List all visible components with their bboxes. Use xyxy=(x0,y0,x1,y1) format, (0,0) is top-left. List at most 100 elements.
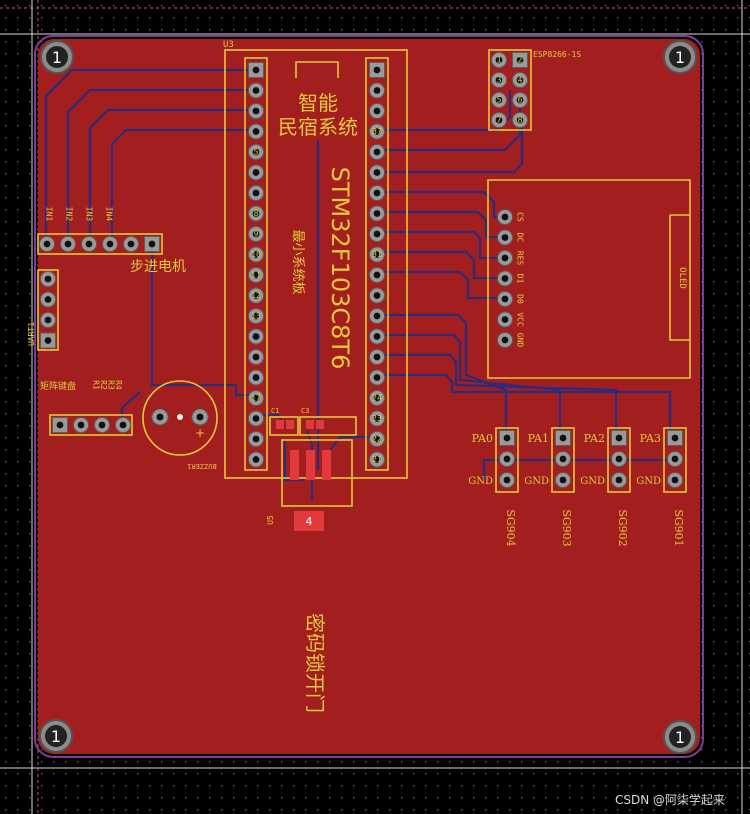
esp-designator: ESP8266-1S xyxy=(533,50,581,59)
mcu-usb-outline xyxy=(295,61,339,78)
board-outline xyxy=(34,35,704,758)
csdn-watermark: CSDN @阿柒学起来 xyxy=(615,792,725,807)
mcu-left-pin xyxy=(248,226,264,242)
mcu-left-pin-label: 5 xyxy=(254,148,259,157)
stepper-pin xyxy=(144,236,160,252)
mcu-left-pin xyxy=(248,390,264,406)
esp-pin-label: 1 xyxy=(497,56,502,65)
sg-pin xyxy=(611,430,627,446)
mcu-right-header xyxy=(365,57,389,471)
stepper-pin xyxy=(39,236,55,252)
stepper-pins xyxy=(39,236,160,252)
sg-designator: SG901 xyxy=(672,509,685,546)
esp-pin xyxy=(491,72,507,88)
oled-designator: OLED xyxy=(677,267,687,289)
mcu-left-pin-label: 12 xyxy=(251,291,261,300)
mcu-left-pin xyxy=(248,349,264,365)
mcu-title-line2: 民宿系统 xyxy=(278,115,358,139)
mcu-right-pin xyxy=(369,287,385,304)
oled-pin-label: RES xyxy=(516,251,525,266)
mcu-right-pin xyxy=(369,103,385,119)
uart-outline xyxy=(37,269,59,351)
mcu-left-pin xyxy=(248,62,264,78)
mcu-right-pin xyxy=(369,185,385,201)
buzzer[interactable]: + BUZZER1 xyxy=(142,380,218,470)
mcu-left-header xyxy=(244,57,268,471)
uart-pin xyxy=(40,332,56,349)
power-section[interactable]: C1 C3 4 U5 xyxy=(266,407,357,531)
mcu-right-pin-label: 22 xyxy=(372,435,382,444)
esp-pin-label: 6 xyxy=(518,96,523,105)
regulator-pad-label: 4 xyxy=(306,515,313,528)
oled-pin xyxy=(497,209,513,225)
sg-pin xyxy=(555,451,571,467)
mcu-left-pin-label: 11 xyxy=(251,271,261,280)
esp-pin-label: 2 xyxy=(518,56,523,65)
buzzer-plus: + xyxy=(195,426,205,440)
mcu-right-pin-label: 21 xyxy=(372,455,382,464)
mcu-left-pin xyxy=(248,308,264,324)
uart-header[interactable]: UART1 xyxy=(27,269,59,351)
mcu-left-pin-label: 8 xyxy=(254,209,259,218)
keypad-outline xyxy=(49,414,133,436)
sg-port-label: PA1 xyxy=(528,432,549,445)
mount-hole-top-right: 1 xyxy=(663,40,697,74)
stepper-pin-label: IN4 xyxy=(105,207,114,222)
stepper-pin xyxy=(102,236,118,252)
mcu-part-number: STM32F103C8T6 xyxy=(326,167,354,370)
mcu-right-pin xyxy=(369,267,385,283)
buzzer-outline xyxy=(142,380,218,456)
sg-designator: SG904 xyxy=(504,509,517,546)
sg-modules[interactable]: PA0GNDSG904PA1GNDSG903PA2GNDSG902PA3GNDS… xyxy=(468,427,687,547)
regulator-outline xyxy=(281,439,353,507)
regulator-designator: U5 xyxy=(266,515,275,525)
cap-c1-pad-b xyxy=(286,420,294,429)
mount-hole-top-left: 1 xyxy=(40,40,74,74)
sg-port-label: PA0 xyxy=(472,432,493,445)
sg-pin xyxy=(555,430,571,446)
keypad-pin-label: R4 xyxy=(114,380,123,390)
mcu-right-pin xyxy=(369,431,385,447)
oled-pin-label: VCC xyxy=(516,312,525,327)
keypad-pin xyxy=(115,417,131,433)
mount-hole-bottom-right: 1 xyxy=(663,720,697,754)
oled-pin-label: D0 xyxy=(516,294,525,304)
cap-c3-outline xyxy=(299,416,357,436)
mcu-subtitle: 最小系统板 xyxy=(290,229,305,294)
mcu-outline xyxy=(224,49,408,479)
cap-c3-pad-a xyxy=(306,420,314,429)
buzzer-center xyxy=(177,414,183,420)
esp-pin xyxy=(512,52,528,68)
mcu-right-pin xyxy=(369,144,385,160)
svg-text:1: 1 xyxy=(51,727,61,746)
mcu-left-pin xyxy=(248,369,264,386)
sg-outline xyxy=(495,427,519,493)
mcu-left-pin xyxy=(248,144,264,160)
mcu-right-pin xyxy=(369,308,385,324)
regulator-lead-3 xyxy=(322,450,331,480)
mcu-left-pin-label: 10 xyxy=(251,250,261,259)
sg-pin xyxy=(499,472,515,488)
sg-pin xyxy=(499,451,515,467)
sg-pin xyxy=(667,451,683,467)
regulator-tab-pad xyxy=(294,511,324,531)
esp-pin xyxy=(491,112,507,128)
mcu-right-pin xyxy=(369,349,385,365)
esp-pin xyxy=(491,52,507,68)
sg-gnd-label: GND xyxy=(524,476,549,487)
esp-pin xyxy=(512,92,528,108)
